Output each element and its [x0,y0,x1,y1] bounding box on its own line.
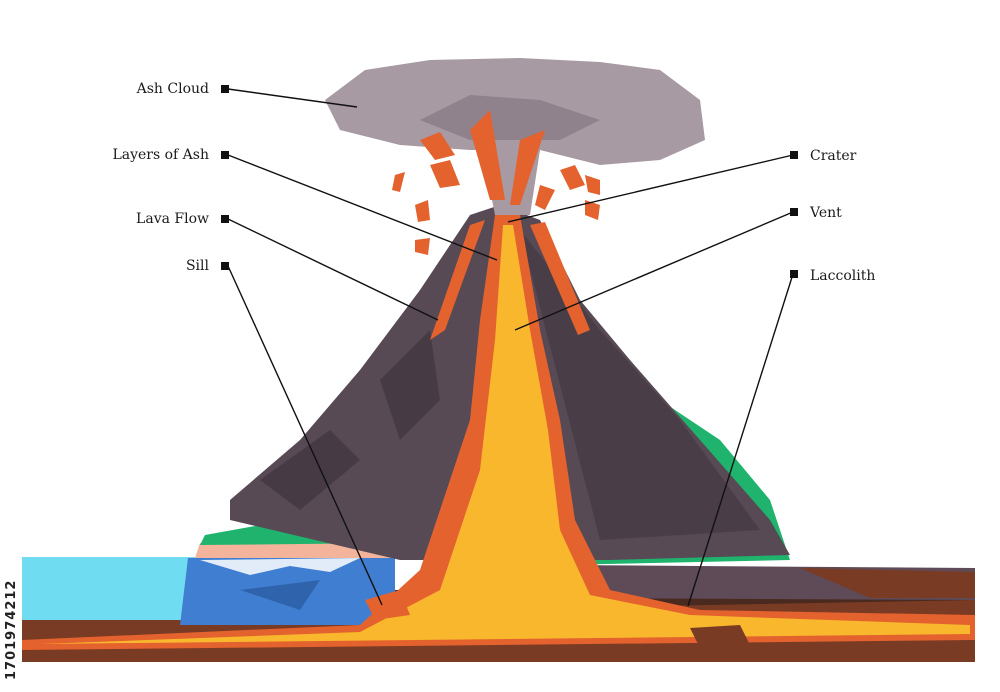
marker-layers-of-ash [221,151,229,159]
ejecta-fragment [392,172,405,192]
label-crater: Crater [810,148,857,164]
rock-band-right [800,568,975,598]
ejecta-fragment [415,238,430,255]
ash-cloud-shade [420,95,600,140]
label-ash-cloud: Ash Cloud [136,81,209,97]
ejecta-fragment [560,165,585,190]
ejecta-fragment [510,130,545,205]
label-laccolith: Laccolith [810,268,876,284]
conduit-magma [40,225,970,644]
ejecta-fragment [415,200,430,222]
leader-vent [514,211,794,331]
marker-lava-flow [221,215,229,223]
leader-ash-cloud [227,88,358,108]
marker-laccolith [790,270,798,278]
ejecta-fragment [535,185,555,210]
sill-pocket [365,590,410,620]
label-lava-flow: Lava Flow [136,211,209,227]
label-vent: Vent [810,205,842,221]
laccolith-pocket [690,625,750,648]
ejecta-fragment [430,160,460,188]
wave-highlight [200,558,360,575]
ash-cloud-shape [325,58,705,215]
magma-system [22,215,975,650]
leader-lines [227,88,794,607]
ejecta-fragment [585,175,600,195]
lava-flow-right [530,222,590,335]
ejecta-fragment [585,200,600,220]
mountain-shade-mid [380,330,440,440]
sea-shadow [240,580,320,610]
label-layers-of-ash: Layers of Ash [112,147,209,163]
leader-lava-flow [227,218,439,321]
leader-layers-of-ash [227,154,498,261]
mountain-shade-left [260,430,360,510]
leader-sill [227,265,383,606]
ejecta-fragment [470,110,505,200]
stock-id: 1701974212 [4,579,19,680]
leader-laccolith [687,273,794,607]
leader-crater [507,154,794,223]
ejecta-fragment [420,132,455,160]
marker-vent [790,208,798,216]
marker-sill [221,262,229,270]
label-sill: Sill [185,258,209,274]
sea [22,557,395,625]
marker-ash-cloud [221,85,229,93]
ejecta [392,110,600,255]
sea-surface [22,557,200,620]
marker-crater [790,151,798,159]
leader-markers [221,85,798,278]
